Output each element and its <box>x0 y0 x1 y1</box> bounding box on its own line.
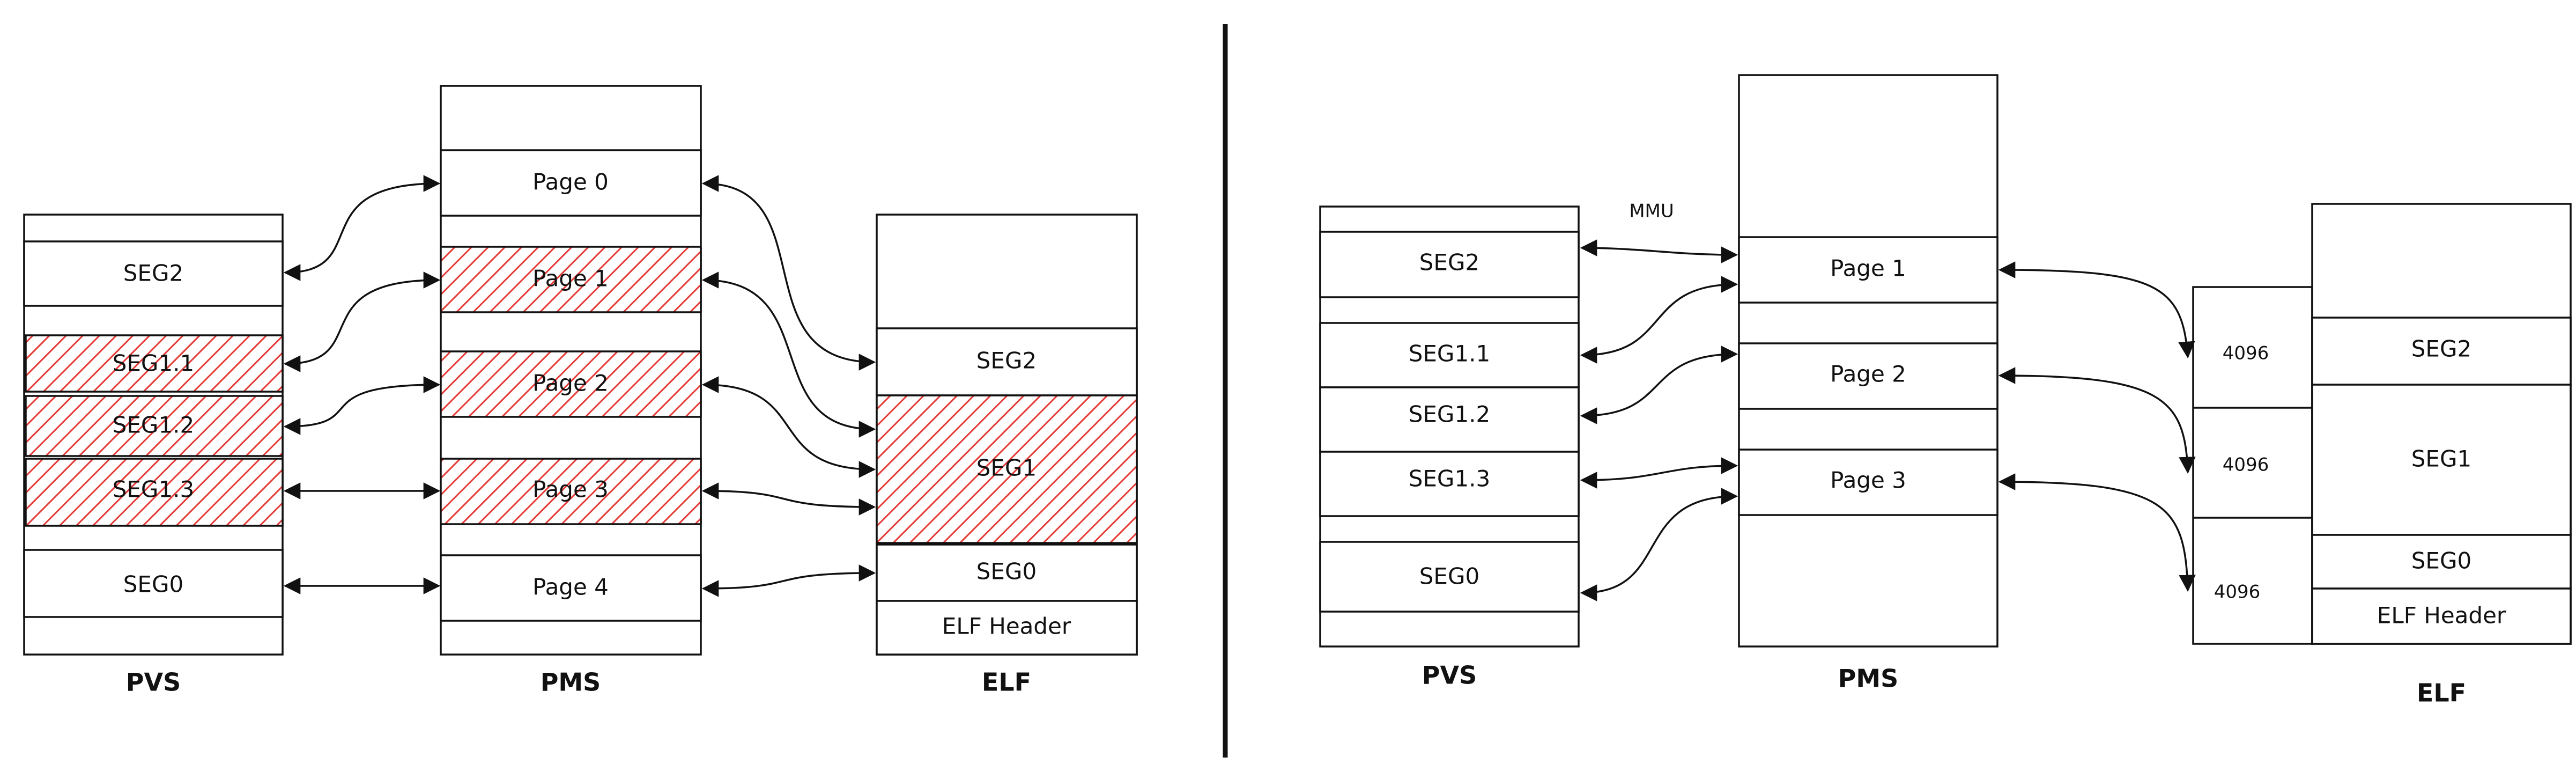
right-pms-caption: PMS <box>1838 664 1899 693</box>
left-pvs-seg0 <box>23 549 284 618</box>
left-pms-page1-label: Page 1 <box>532 266 609 292</box>
left-pvs-seg0-label: SEG0 <box>123 571 183 598</box>
left-pms-page4-label: Page 4 <box>532 574 609 600</box>
left-elf-seg1 <box>876 394 1138 544</box>
right-arrow-seg2-page1 <box>1580 239 1738 263</box>
left-pvs-column: SEG2 SEG1.1 SEG1.2 SEG1.3 SEG0 PVS <box>23 214 284 697</box>
left-arrow-page4-elfseg0 <box>701 564 876 597</box>
left-diagram: SEG2 SEG1.1 SEG1.2 SEG1.3 SEG0 PVS Page … <box>23 85 1138 697</box>
right-arrow-page2-offset <box>1998 367 2196 474</box>
left-pms-page3-label: Page 3 <box>532 476 609 503</box>
left-pvs-seg1-1 <box>25 334 284 393</box>
right-diagram: SEG2 SEG1.1 SEG1.2 SEG1.3 SEG0 PVS MMU P… <box>1319 74 2572 708</box>
left-pms-page2-label: Page 2 <box>532 370 609 396</box>
left-elf-seg2-label: SEG2 <box>976 348 1037 374</box>
right-pvs-caption: PVS <box>1422 661 1477 690</box>
right-pms-page3-label: Page 3 <box>1830 467 1906 494</box>
right-arrow-seg13-page3 <box>1580 457 1738 489</box>
right-elf-header-label: ELF Header <box>2377 602 2506 629</box>
left-pvs-caption: PVS <box>126 668 181 697</box>
right-arrow-seg12-page2 <box>1580 346 1738 424</box>
right-pvs-seg0-label: SEG0 <box>1419 563 1479 590</box>
left-pvs-seg1-1-label: SEG1.1 <box>113 350 195 377</box>
mmu-label: MMU <box>1629 201 1674 222</box>
left-pvs-seg1-3 <box>25 458 284 527</box>
left-pms-page3 <box>440 458 702 525</box>
right-pvs-seg2 <box>1319 231 1580 298</box>
left-pvs-seg1-2 <box>25 395 284 457</box>
left-pms-column: Page 0 Page 1 Page 2 Page 3 Page 4 PMS <box>440 85 702 697</box>
left-arrow-page0-elfseg2 <box>701 175 876 371</box>
left-arrow-seg2-page0 <box>283 175 441 281</box>
right-size-3: 4096 <box>2214 582 2261 603</box>
left-pms-page0-label: Page 0 <box>532 169 609 195</box>
right-pvs-seg1-1 <box>1319 322 1580 388</box>
left-connectors <box>283 175 876 597</box>
right-connectors <box>1580 239 2196 601</box>
left-elf-column: SEG2 SEG1 SEG0 ELF Header ELF <box>876 214 1138 697</box>
right-elf-seg1-label: SEG1 <box>2411 446 2471 472</box>
left-elf-header <box>876 600 1138 656</box>
left-pms-page4 <box>440 554 702 622</box>
right-pms-page3 <box>1738 449 1998 516</box>
left-elf-seg2 <box>876 327 1138 396</box>
left-arrow-seg12-page2 <box>283 376 441 435</box>
left-pvs-seg2-label: SEG2 <box>123 260 183 286</box>
left-pms-page1 <box>440 246 702 313</box>
left-arrow-seg11-page1 <box>283 271 441 372</box>
left-arrow-page2-elfseg1 <box>701 376 876 478</box>
right-pms-page2-label: Page 2 <box>1830 361 1906 387</box>
left-elf-header-label: ELF Header <box>942 613 1071 640</box>
right-pms-column: Page 1 Page 2 Page 3 PMS <box>1738 74 1998 693</box>
right-pms-page1 <box>1738 236 1998 304</box>
right-pvs-seg0 <box>1319 541 1580 613</box>
right-arrow-seg0-page3 <box>1580 488 1738 601</box>
right-elf-header <box>2311 587 2572 645</box>
right-pvs-seg1-3-label: SEG1.3 <box>1409 466 1491 492</box>
right-arrow-page3-offset <box>1998 473 2196 592</box>
right-size-1: 4096 <box>2223 343 2269 364</box>
right-pvs-seg1-2-label: SEG1.2 <box>1409 401 1491 428</box>
left-arrow-page3-elfseg1 <box>701 482 876 516</box>
left-elf-caption: ELF <box>982 668 1031 697</box>
left-pms-page2 <box>440 350 702 418</box>
left-elf-seg0 <box>876 543 1138 602</box>
right-pms-page2 <box>1738 342 1998 410</box>
left-pvs-seg2 <box>23 240 284 307</box>
left-pvs-seg1-2-label: SEG1.2 <box>113 412 195 438</box>
right-pvs-seg1-1-label: SEG1.1 <box>1409 341 1491 367</box>
left-pms-caption: PMS <box>541 668 601 697</box>
right-elf-column: SEG2 SEG1 SEG0 ELF Header ELF <box>2311 203 2572 708</box>
right-pvs-seg1-2 <box>1319 386 1580 453</box>
left-arrow-page1-elfseg1 <box>701 271 876 438</box>
right-pms-page1-label: Page 1 <box>1830 255 1906 282</box>
right-size-2: 4096 <box>2223 454 2269 476</box>
right-pvs-seg2-label: SEG2 <box>1419 249 1479 276</box>
right-pvs-seg1-3 <box>1319 451 1580 517</box>
left-elf-seg1-label: SEG1 <box>976 455 1037 481</box>
right-arrow-page1-offset <box>1998 261 2195 359</box>
left-elf-seg0-label: SEG0 <box>976 558 1037 585</box>
left-pms-page0 <box>440 149 702 217</box>
left-pvs-seg1-3-label: SEG1.3 <box>113 476 195 503</box>
right-size-column: 4096 4096 4096 <box>2192 286 2313 645</box>
right-elf-seg2-label: SEG2 <box>2411 336 2471 362</box>
right-elf-caption: ELF <box>2417 679 2466 708</box>
right-elf-seg2 <box>2311 317 2572 386</box>
right-pvs-column: SEG2 SEG1.1 SEG1.2 SEG1.3 SEG0 PVS <box>1319 205 1580 690</box>
right-arrow-seg11-page1 <box>1580 276 1738 364</box>
right-elf-seg0-label: SEG0 <box>2411 548 2471 574</box>
